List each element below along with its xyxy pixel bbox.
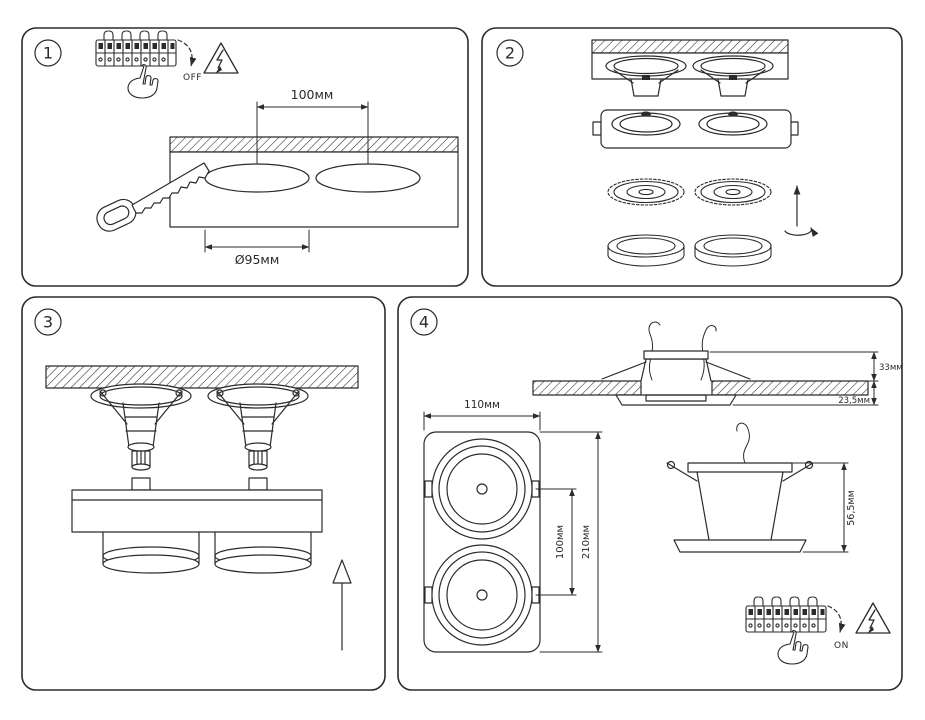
installed-side-view — [532, 321, 879, 406]
push-up-arrow-icon — [332, 559, 352, 651]
hole-spacing-label: 100мм — [555, 525, 566, 559]
ceiling-mounted-fixtures-drawing — [45, 365, 359, 471]
step3-panel: 3 — [21, 296, 386, 691]
cutout-hole-right — [315, 163, 421, 193]
ceiling-cutout-drawing — [169, 136, 459, 228]
step4-number: 4 — [419, 313, 429, 332]
step2-number-badge — [496, 39, 524, 67]
gx53-lamp-right — [694, 178, 772, 206]
hole-spacing-label: 100мм — [291, 87, 334, 102]
gx53-lamp-left — [607, 178, 685, 206]
hole-diameter-label: Ø95мм — [235, 252, 280, 267]
recess-height-label: 33мм — [879, 363, 903, 373]
twin-body-drawing — [71, 477, 323, 574]
body-width-label: 110мм — [464, 399, 500, 411]
hole-diameter-dimension — [204, 229, 310, 253]
switch-off-arrow — [177, 39, 197, 67]
height-dimension — [791, 462, 849, 553]
step3-number-badge — [34, 308, 62, 336]
fixture-height-label: 56,5мм — [846, 490, 857, 526]
step1-number: 1 — [43, 44, 53, 63]
step1-panel: 1 OFF 100мм Ø95мм — [21, 27, 469, 287]
switch-on-label: ON — [834, 641, 849, 651]
step2-number: 2 — [505, 44, 515, 63]
switch-on-arrow — [827, 605, 846, 633]
ceiling-with-fixtures-drawing — [591, 39, 789, 97]
recess-dimensions — [709, 351, 879, 406]
twin-frame-drawing — [592, 109, 799, 149]
step4-number-badge — [410, 308, 438, 336]
switch-off-label: OFF — [183, 73, 202, 83]
top-view-dimensions — [423, 411, 603, 653]
step3-number: 3 — [43, 313, 53, 332]
step1-number-badge — [34, 39, 62, 67]
body-length-label: 210мм — [581, 525, 592, 559]
hole-spacing-dimension — [256, 101, 369, 165]
step2-panel: 2 — [481, 27, 903, 287]
trim-height-label: 23,5мм — [838, 396, 870, 406]
twist-lock-arrow-icon — [784, 185, 819, 238]
fixture-top-view — [423, 411, 603, 653]
cutout-hole-left — [204, 163, 310, 193]
fixture-side-view — [666, 422, 849, 553]
step4-panel: 4 33мм 23,5мм 110мм 100мм 210мм 56,5мм O… — [397, 296, 903, 691]
saw-icon — [96, 162, 210, 232]
